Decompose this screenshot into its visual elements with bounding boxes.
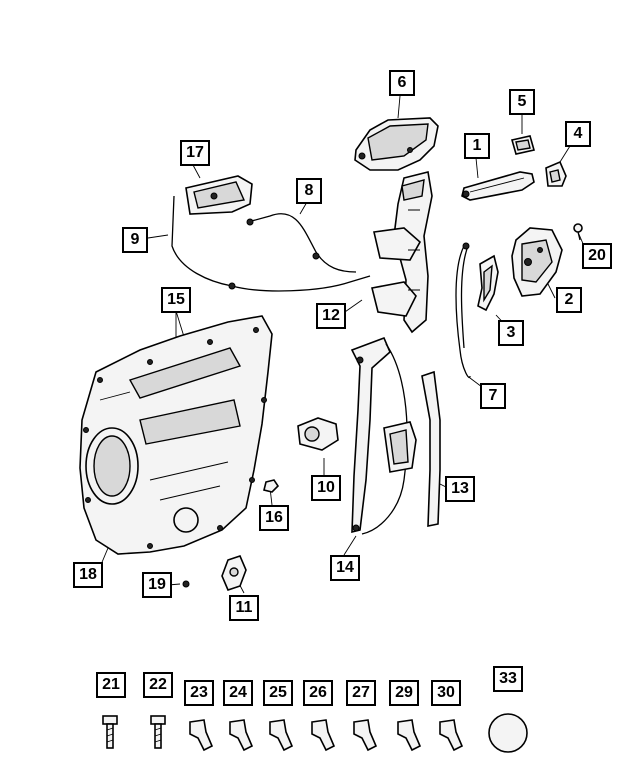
callout-20[interactable]: 20	[582, 243, 612, 269]
callout-12[interactable]: 12	[316, 303, 346, 329]
part-5-bezel	[510, 135, 536, 155]
callout-14[interactable]: 14	[330, 555, 360, 581]
callout-1[interactable]: 1	[464, 133, 490, 159]
callout-4[interactable]: 4	[565, 121, 591, 147]
callout-2[interactable]: 2	[556, 287, 582, 313]
part-3-lock-link	[477, 254, 499, 312]
part-10-motor	[297, 417, 339, 451]
callout-16[interactable]: 16	[259, 505, 289, 531]
callout-19[interactable]: 19	[142, 572, 172, 598]
part-8-cable	[246, 213, 357, 273]
bracket-23	[189, 719, 214, 752]
callout-21[interactable]: 21	[96, 672, 126, 698]
bracket-27	[353, 719, 378, 752]
bracket-25	[269, 719, 294, 752]
callout-11[interactable]: 11	[229, 595, 259, 621]
callout-27[interactable]: 27	[346, 680, 376, 706]
bracket-30	[439, 719, 464, 752]
callout-10[interactable]: 10	[311, 475, 341, 501]
callout-26[interactable]: 26	[303, 680, 333, 706]
bracket-29	[397, 719, 422, 752]
callout-33[interactable]: 33	[493, 666, 523, 692]
plug-33	[488, 713, 528, 753]
part-16-nut	[263, 479, 280, 493]
part-6-inner-handle-bracket	[354, 117, 439, 171]
callout-15[interactable]: 15	[161, 287, 191, 313]
callout-22[interactable]: 22	[143, 672, 173, 698]
part-18-door-module	[79, 315, 273, 555]
callout-17[interactable]: 17	[180, 140, 210, 166]
part-20-clip	[573, 223, 583, 241]
part-13-run-channel	[421, 370, 441, 527]
part-19-clip	[182, 580, 190, 588]
callout-6[interactable]: 6	[389, 70, 415, 96]
fastener-22	[150, 715, 166, 749]
part-14-regulator	[350, 336, 417, 535]
callout-8[interactable]: 8	[296, 178, 322, 204]
callout-23[interactable]: 23	[184, 680, 214, 706]
callout-29[interactable]: 29	[389, 680, 419, 706]
callout-13[interactable]: 13	[445, 476, 475, 502]
bracket-24	[229, 719, 254, 752]
callout-5[interactable]: 5	[509, 89, 535, 115]
callout-24[interactable]: 24	[223, 680, 253, 706]
bracket-26	[311, 719, 336, 752]
callout-30[interactable]: 30	[431, 680, 461, 706]
callout-25[interactable]: 25	[263, 680, 293, 706]
fastener-21	[102, 715, 118, 749]
part-7-rod	[455, 242, 471, 379]
callout-3[interactable]: 3	[498, 320, 524, 346]
part-17-handle-assembly	[185, 175, 253, 215]
callout-7[interactable]: 7	[480, 383, 506, 409]
callout-18[interactable]: 18	[73, 562, 103, 588]
part-11-bracket	[221, 555, 247, 591]
part-9-cable	[171, 195, 371, 292]
callout-9[interactable]: 9	[122, 227, 148, 253]
part-12-carrier-plate	[371, 171, 433, 334]
part-4-cap	[545, 160, 567, 187]
part-1-exterior-handle	[461, 171, 535, 201]
part-2-latch	[511, 227, 563, 297]
